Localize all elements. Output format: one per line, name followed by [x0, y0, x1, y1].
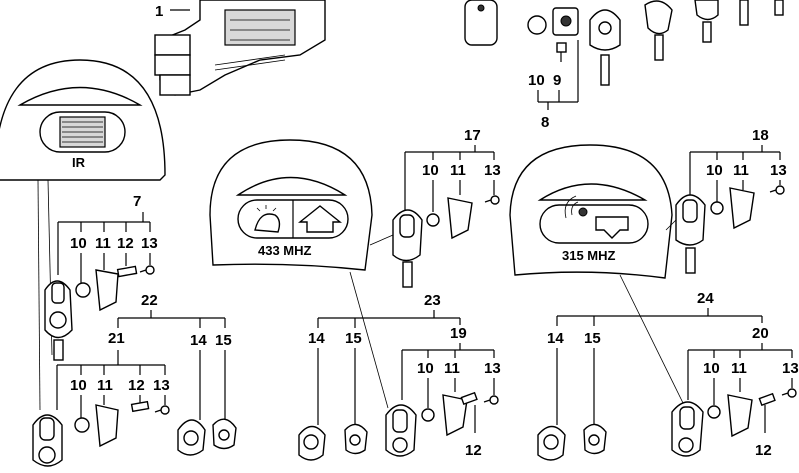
key-fob-g18	[675, 194, 706, 274]
callout-22: 22	[141, 292, 158, 309]
callout-14-g24: 14	[547, 330, 564, 347]
key-14-g23	[298, 425, 326, 461]
key-15-g22	[212, 418, 237, 450]
lock-cylinder-parts	[527, 7, 579, 62]
strip-g7	[116, 265, 138, 278]
callout-10-g21: 10	[70, 377, 87, 394]
key-blank-part	[464, 0, 498, 46]
screw-g19	[483, 395, 499, 405]
screw-g21	[154, 405, 170, 415]
callout-13-g7: 13	[141, 235, 158, 252]
strip-g21	[130, 400, 150, 413]
callout-14-g23: 14	[308, 330, 325, 347]
key-fob-g17	[392, 209, 423, 288]
cap-g7	[75, 282, 91, 298]
key-top-1	[589, 9, 621, 86]
callout-10-top: 10	[528, 72, 545, 89]
callout-11-g20: 11	[731, 360, 747, 377]
battery-cover-g20	[727, 394, 753, 438]
key-fob-g21	[32, 414, 63, 467]
callout-12-g19: 12	[465, 442, 482, 459]
callout-11-g17: 11	[450, 162, 466, 179]
battery-cover-g7	[95, 269, 119, 312]
callout-20: 20	[752, 325, 769, 342]
callout-11-g18: 11	[733, 162, 749, 179]
callout-17: 17	[464, 127, 481, 144]
screw-g17	[484, 195, 500, 205]
battery-cover-g17	[447, 197, 473, 240]
callout-15-g23: 15	[345, 330, 362, 347]
mhz315-label: 315 MHZ	[562, 248, 616, 263]
ir-label: IR	[72, 155, 86, 170]
key-14-g24	[537, 425, 566, 461]
strip-g20	[758, 392, 776, 407]
receiver-module	[154, 0, 326, 96]
callout-12-g20: 12	[755, 442, 772, 459]
ir-panel	[0, 59, 166, 181]
screw-g18	[769, 185, 785, 195]
screw-g7	[139, 265, 155, 275]
callout-23: 23	[424, 292, 441, 309]
cap-g18	[710, 201, 724, 215]
callout-13-g19: 13	[484, 360, 501, 377]
battery-cover-g21	[95, 404, 119, 448]
callout-7: 7	[133, 193, 141, 210]
key-15-g24	[583, 423, 607, 455]
callout-11-g21: 11	[97, 377, 113, 394]
callout-12-g21: 12	[128, 377, 145, 394]
mhz315-panel	[509, 144, 673, 279]
callout-10-g19: 10	[417, 360, 434, 377]
mhz433-panel	[209, 139, 373, 271]
key-top-4	[739, 0, 784, 26]
battery-cover-g18	[729, 187, 755, 230]
key-fob-g19	[385, 404, 417, 457]
callout-10-g7: 10	[70, 235, 87, 252]
callout-13-g17: 13	[484, 162, 501, 179]
callout-12-g7: 12	[117, 235, 134, 252]
callout-9: 9	[553, 72, 561, 89]
callout-14-g22: 14	[190, 332, 207, 349]
callout-11-g19: 11	[444, 360, 460, 377]
key-top-2	[644, 0, 673, 61]
callout-24: 24	[697, 290, 714, 307]
key-top-3	[694, 0, 719, 43]
callout-13-g20: 13	[782, 360, 799, 377]
callout-18: 18	[752, 127, 769, 144]
callout-19: 19	[450, 325, 467, 342]
cap-g17	[426, 213, 440, 227]
callout-13-g21: 13	[153, 377, 170, 394]
cap-g21	[74, 417, 90, 433]
callout-8: 8	[541, 114, 549, 131]
cap-g20	[707, 405, 721, 419]
key-14-g22	[177, 419, 206, 456]
callout-11-g7: 11	[95, 235, 111, 252]
callout-10-g18: 10	[706, 162, 723, 179]
screw-g20	[781, 388, 797, 398]
callout-1: 1	[155, 3, 163, 20]
key-15-g23	[344, 423, 368, 455]
callout-10-g20: 10	[703, 360, 720, 377]
cap-g19	[421, 408, 435, 422]
mhz433-label: 433 MHZ	[258, 243, 312, 258]
callout-10-g17: 10	[422, 162, 439, 179]
callout-21: 21	[108, 330, 125, 347]
key-fob-g20	[671, 401, 704, 457]
battery-cover-g19	[442, 394, 468, 437]
callout-15-g22: 15	[215, 332, 232, 349]
callout-13-g18: 13	[770, 162, 787, 179]
callout-15-g24: 15	[584, 330, 601, 347]
key-fob-g7	[44, 280, 73, 361]
strip-g19	[460, 391, 478, 406]
